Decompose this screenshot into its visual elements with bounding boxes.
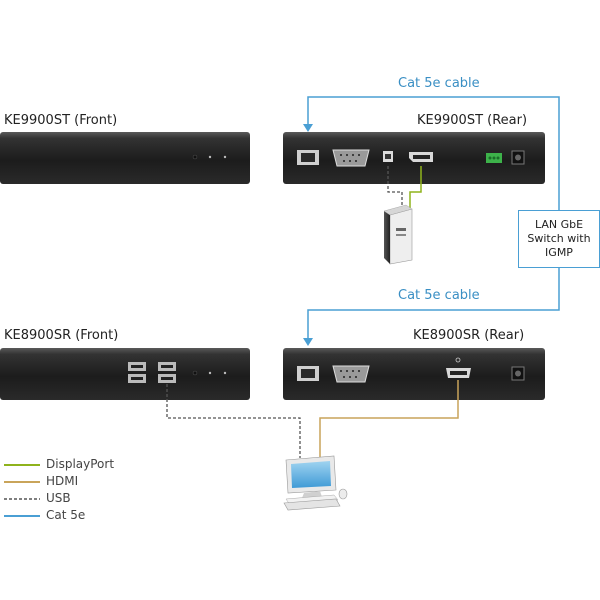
lan-switch-box: LAN GbE Switch with IGMP — [518, 210, 600, 268]
switch-label-line2: Switch with — [527, 232, 591, 245]
switch-label-line1: LAN GbE — [534, 218, 584, 231]
usb-b-port-icon — [383, 151, 393, 162]
serial-port-icon — [332, 365, 370, 383]
legend-label-displayport: DisplayPort — [46, 456, 115, 471]
cable-label-top: Cat 5e cable — [398, 76, 480, 91]
desktop-computer-icon — [283, 455, 348, 511]
usb-cable-tx — [387, 166, 403, 210]
legend-label-cat5e: Cat 5e — [46, 507, 86, 522]
cat5e-cable-bottom — [307, 268, 560, 342]
terminal-block-icon — [486, 153, 502, 163]
usb-cable-rx — [166, 384, 301, 458]
rj45-port-icon — [297, 150, 319, 165]
ke8900sr-front-unit — [0, 348, 250, 400]
ke9900st-rear-unit — [283, 132, 545, 184]
cat5e-cable-top — [307, 96, 560, 210]
legend-item-hdmi: HDMI — [2, 472, 114, 489]
ke9900st-front-unit — [0, 132, 250, 184]
ke9900st-front-label: KE9900ST (Front) — [4, 113, 118, 128]
legend: DisplayPort HDMI USB Cat 5e — [2, 455, 114, 523]
switch-label-line3: IGMP — [545, 246, 573, 259]
cable-label-bottom: Cat 5e cable — [398, 288, 480, 303]
pc-tower-icon — [383, 204, 413, 265]
power-jack-icon — [511, 150, 525, 165]
ke8900sr-rear-label: KE8900SR (Rear) — [413, 328, 525, 343]
ke8900sr-front-label: KE8900SR (Front) — [4, 328, 119, 343]
hdmi-cable-rx — [319, 380, 459, 458]
cat5e-arrow-bottom — [303, 338, 313, 346]
legend-label-hdmi: HDMI — [46, 473, 79, 488]
legend-item-displayport: DisplayPort — [2, 455, 114, 472]
power-jack-icon — [511, 366, 525, 381]
displayport-cable-tx — [409, 166, 422, 210]
legend-item-cat5e: Cat 5e — [2, 506, 114, 523]
cat5e-arrow-top — [303, 124, 313, 132]
hdmi-port-icon — [446, 357, 471, 378]
usb-a-ports-icon — [128, 362, 176, 383]
legend-item-usb: USB — [2, 489, 114, 506]
legend-label-usb: USB — [46, 490, 71, 505]
serial-port-icon — [332, 149, 370, 167]
displayport-port-icon — [409, 152, 433, 162]
ke9900st-rear-label: KE9900ST (Rear) — [417, 113, 528, 128]
rj45-port-icon — [297, 366, 319, 381]
ke8900sr-rear-unit — [283, 348, 545, 400]
